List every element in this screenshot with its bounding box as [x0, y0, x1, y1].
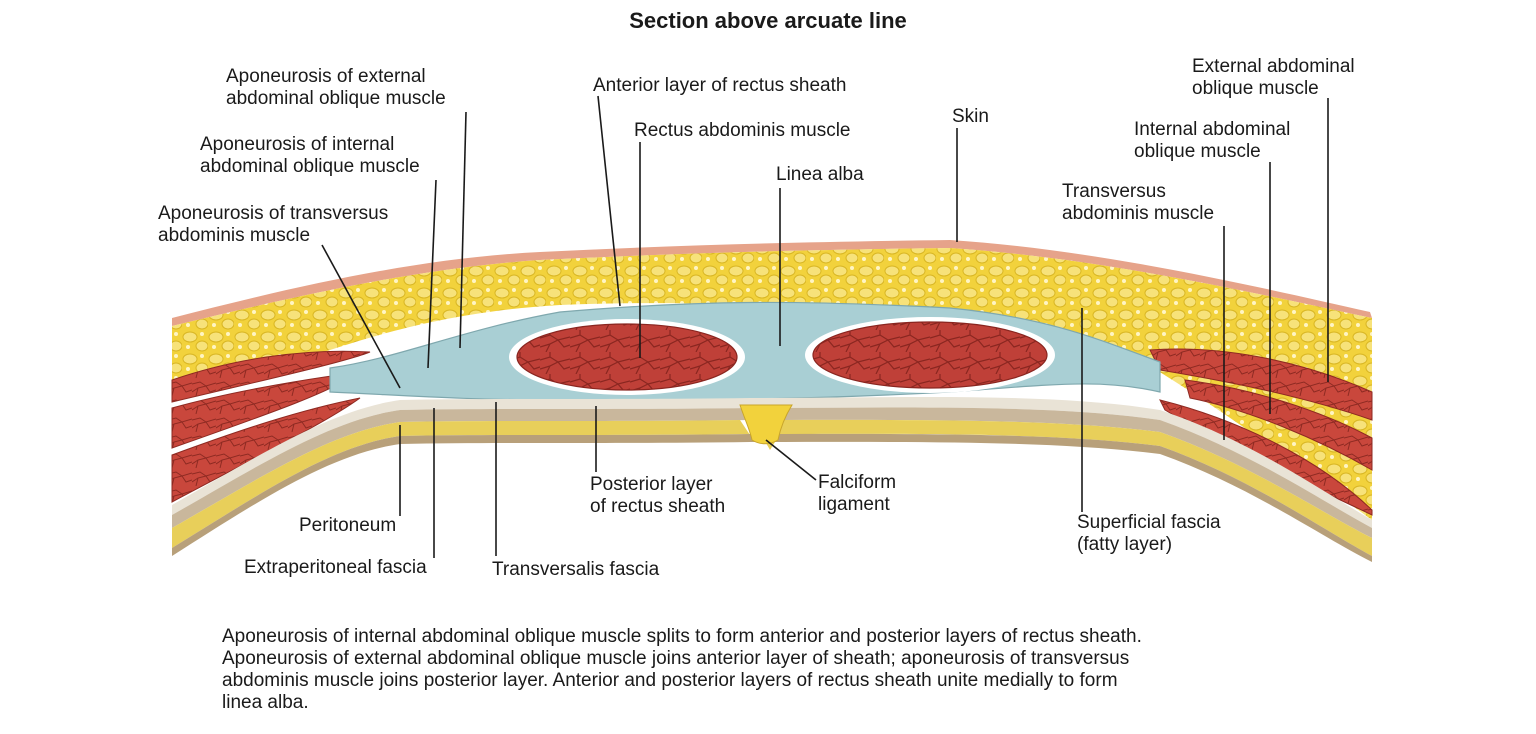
- caption-line-4: linea alba.: [222, 692, 309, 713]
- leader-aponeurosis-internal: [427, 179, 437, 369]
- leader-aponeurosis-external: [459, 111, 467, 349]
- subcutaneous-fat: [172, 248, 1372, 520]
- label-posterior-layer: Posterior layer of rectus sheath: [590, 474, 726, 517]
- label-falciform-ligament: Falciform ligament: [818, 472, 897, 515]
- label-anterior-layer: Anterior layer of rectus sheath: [593, 75, 847, 96]
- label-internal-oblique: Internal abdominal oblique muscle: [1134, 119, 1291, 162]
- label-transversalis-fascia: Transversalis fascia: [492, 559, 660, 580]
- label-linea-alba: Linea alba: [776, 164, 864, 185]
- right-external-oblique: [1149, 348, 1373, 421]
- label-aponeurosis-external: Aponeurosis of external abdominal obliqu…: [226, 66, 446, 109]
- right-internal-oblique: [1184, 379, 1373, 471]
- leader-falciform: [765, 439, 817, 481]
- caption: Aponeurosis of internal abdominal obliqu…: [222, 626, 1262, 714]
- caption-line-2: Aponeurosis of external abdominal obliqu…: [222, 648, 1130, 669]
- leader-aponeurosis-transversus: [321, 244, 401, 389]
- falciform-ligament-shape: [739, 404, 793, 445]
- left-external-oblique: [171, 350, 371, 403]
- skin-layer: [172, 240, 1372, 326]
- label-aponeurosis-transversus: Aponeurosis of transversus abdominis mus…: [158, 203, 389, 246]
- caption-line-1: Aponeurosis of internal abdominal obliqu…: [222, 626, 1142, 647]
- label-aponeurosis-internal: Aponeurosis of internal abdominal obliqu…: [200, 134, 420, 177]
- label-extraperitoneal-fascia: Extraperitoneal fascia: [244, 557, 427, 578]
- leader-lines: [321, 95, 1329, 558]
- label-skin: Skin: [952, 106, 989, 127]
- caption-line-3: abdominis muscle joins posterior layer. …: [222, 670, 1118, 691]
- leader-anterior-layer: [597, 95, 621, 307]
- label-external-oblique: External abdominal oblique muscle: [1192, 56, 1355, 99]
- label-transversus-muscle: Transversus abdominis muscle: [1062, 181, 1215, 224]
- label-rectus-abdominis: Rectus abdominis muscle: [634, 120, 851, 141]
- label-superficial-fascia: Superficial fascia (fatty layer): [1077, 512, 1221, 555]
- diagram-title: Section above arcuate line: [629, 8, 907, 33]
- label-peritoneum: Peritoneum: [299, 515, 397, 536]
